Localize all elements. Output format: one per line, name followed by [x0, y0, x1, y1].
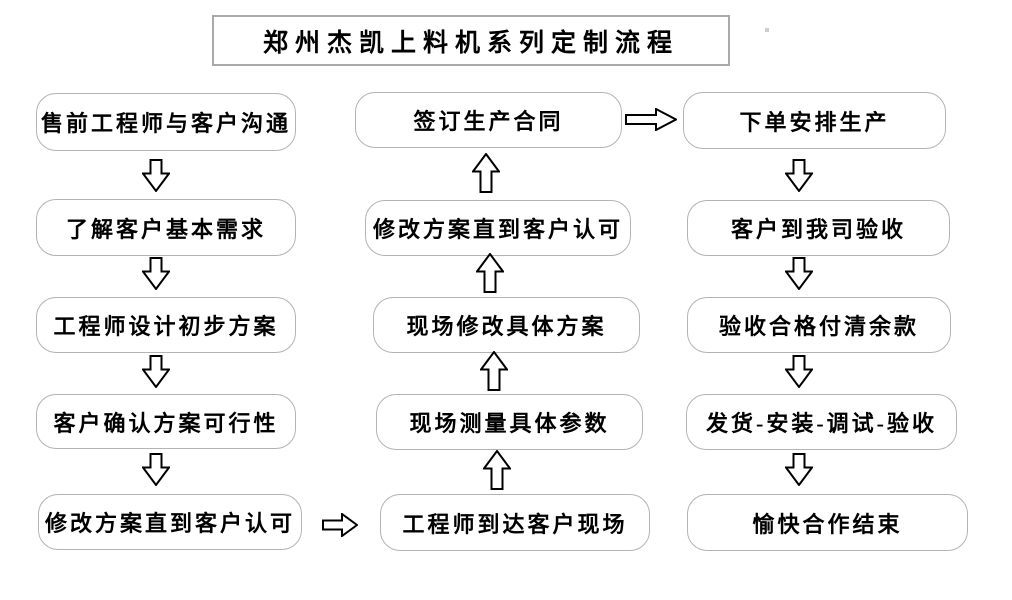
node-cooperation-ends: 愉快合作结束 — [687, 494, 968, 551]
node-customer-acceptance-visit: 客户到我司验收 — [687, 200, 950, 256]
node-label: 发货-安装-调试-验收 — [706, 411, 937, 436]
node-onsite-revise-plan: 现场修改具体方案 — [373, 297, 640, 353]
node-label: 愉快合作结束 — [752, 511, 903, 537]
node-label: 验收合格付清余款 — [718, 314, 919, 339]
node-revise-until-approved-2: 修改方案直到客户认可 — [365, 200, 631, 256]
arrow-up-icon — [483, 450, 511, 490]
node-pay-balance: 验收合格付清余款 — [687, 297, 951, 353]
arrow-down-icon — [785, 355, 813, 388]
arrow-down-icon — [785, 453, 813, 486]
node-revise-until-approved-1: 修改方案直到客户认可 — [38, 494, 302, 550]
arrow-down-icon — [142, 355, 170, 388]
node-presales-communication: 售前工程师与客户沟通 — [36, 93, 296, 151]
node-label: 工程师设计初步方案 — [53, 314, 279, 339]
arrow-up-icon — [476, 253, 504, 293]
arrow-down-icon — [785, 159, 813, 192]
node-sign-contract: 签订生产合同 — [355, 92, 622, 148]
node-label: 现场测量具体参数 — [409, 411, 610, 436]
node-preliminary-design: 工程师设计初步方案 — [36, 297, 296, 353]
node-confirm-feasibility: 客户确认方案可行性 — [36, 394, 296, 449]
node-label: 工程师到达客户现场 — [402, 511, 628, 537]
node-label: 下单安排生产 — [739, 109, 890, 135]
node-place-order-production: 下单安排生产 — [683, 92, 946, 149]
arrow-up-icon — [472, 153, 500, 193]
node-understand-needs: 了解客户基本需求 — [36, 199, 296, 256]
node-engineer-arrives-onsite: 工程师到达客户现场 — [380, 494, 650, 551]
title-box: 郑州杰凯上料机系列定制流程 — [212, 15, 730, 66]
arrow-down-icon — [142, 453, 170, 486]
arrow-right-icon — [625, 108, 677, 131]
node-label: 客户确认方案可行性 — [53, 410, 279, 436]
node-onsite-measure-params: 现场测量具体参数 — [376, 394, 643, 450]
node-label: 了解客户基本需求 — [65, 216, 266, 242]
node-label: 售前工程师与客户沟通 — [40, 111, 291, 136]
page-title: 郑州杰凯上料机系列定制流程 — [262, 29, 679, 57]
node-label: 现场修改具体方案 — [406, 314, 607, 339]
arrow-down-icon — [785, 257, 813, 290]
stray-dot — [765, 28, 769, 32]
arrow-up-icon — [480, 351, 508, 391]
arrow-right-icon — [322, 513, 358, 537]
node-label: 签订生产合同 — [413, 109, 564, 134]
node-ship-install-debug-accept: 发货-安装-调试-验收 — [686, 394, 957, 450]
arrow-down-icon — [142, 257, 170, 290]
node-label: 修改方案直到客户认可 — [372, 217, 623, 242]
arrow-down-icon — [142, 159, 170, 192]
node-label: 客户到我司验收 — [730, 217, 906, 242]
node-label: 修改方案直到客户认可 — [44, 511, 295, 536]
